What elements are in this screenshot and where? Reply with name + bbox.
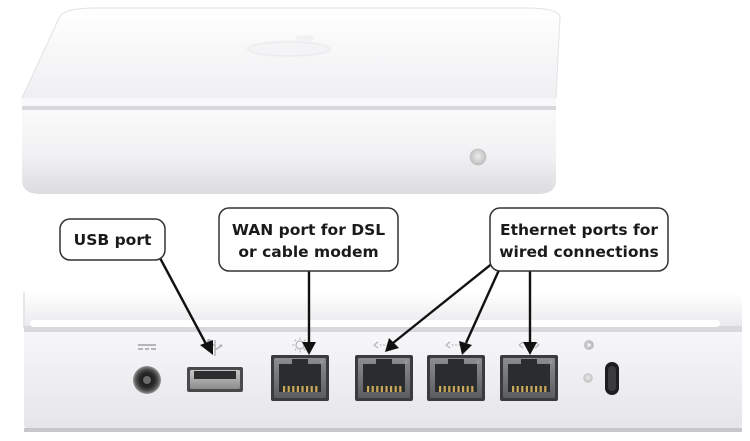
apple-logo	[245, 35, 333, 58]
callout-usb-text: USB port	[74, 231, 152, 249]
callout-wan-line1: WAN port for DSL	[232, 221, 385, 239]
reset-control	[583, 340, 619, 395]
leader-arrowheads	[200, 338, 537, 355]
wan-port	[271, 337, 329, 401]
rear-status-light	[583, 373, 593, 383]
router-rear-view	[23, 292, 742, 432]
router-top-view	[21, 7, 561, 194]
ethernet-port-1	[355, 341, 413, 401]
power-icon	[138, 344, 156, 350]
callout-ethernet: Ethernet ports for wired connections	[489, 207, 669, 272]
callout-ethernet-line2: wired connections	[499, 243, 659, 261]
ethernet-port-3	[500, 341, 558, 401]
callout-ethernet-line1: Ethernet ports for	[500, 221, 658, 239]
router-body	[22, 110, 556, 194]
callout-wan: WAN port for DSL or cable modem	[218, 207, 399, 272]
status-light	[469, 148, 487, 166]
power-port	[133, 344, 161, 394]
usb-port	[187, 339, 243, 392]
callout-usb: USB port	[59, 218, 166, 261]
callout-wan-line2: or cable modem	[238, 243, 378, 261]
reset-icon	[584, 340, 594, 350]
ethernet-port-2	[427, 341, 485, 401]
